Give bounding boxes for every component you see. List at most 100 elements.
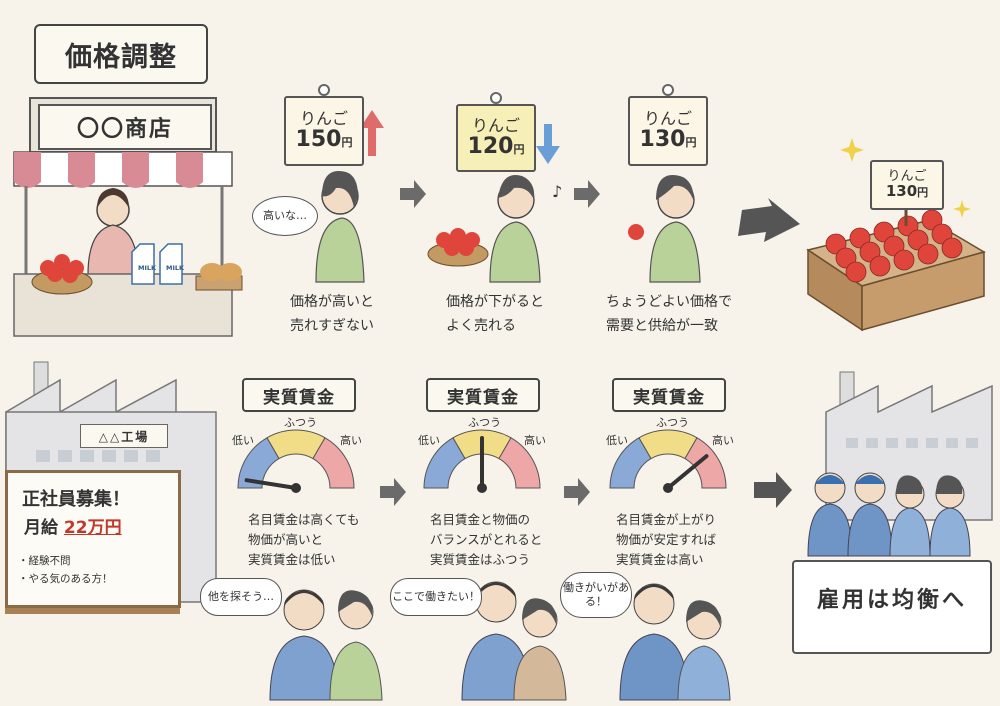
gauge-segment (684, 437, 727, 489)
gauge-segment (312, 437, 355, 489)
milk-label: MILK (138, 264, 157, 272)
shop-sign: 〇〇商店 (38, 104, 212, 150)
crate-apples (825, 209, 963, 283)
happy-workers (807, 472, 971, 557)
shop-awning (13, 151, 233, 188)
item-label: りんご (471, 116, 520, 136)
gauge-high-label: 高い (524, 434, 546, 447)
caption-line: 需要と供給が一致 (606, 318, 718, 334)
flow-arrow-icon (400, 180, 426, 208)
gauges (237, 429, 727, 493)
caption-line: 実質賃金はふつう (430, 552, 531, 567)
caption-line: 実質賃金は低い (248, 552, 336, 567)
workers-group-2 (461, 581, 567, 701)
caption-line: 名目賃金と物価の (430, 512, 531, 527)
gauge-hub (477, 483, 487, 493)
recruit-item: ・やる気のある方！ (18, 573, 113, 585)
milk-cartons (131, 243, 183, 285)
yen-label: 円 (685, 135, 697, 149)
speech-bubble: 働きがいがある！ (560, 572, 632, 618)
price-tag-2: りんご 120円 (456, 104, 536, 172)
salary-line: 月給 22万円 (24, 513, 122, 538)
tag-hook-icon (490, 92, 502, 104)
flow-arrow-icon (754, 472, 792, 508)
caption-line: 価格が高いと (290, 294, 374, 310)
speech-bubble: 他を探そう… (200, 578, 282, 616)
apple (845, 261, 867, 283)
apple-basket (31, 254, 93, 295)
shopper-1 (315, 171, 365, 283)
salary-value: 22万円 (63, 518, 122, 538)
caption-line: 名目賃金は高くても (248, 512, 360, 527)
sparkle-icon (953, 200, 971, 218)
yen-label: 円 (341, 135, 353, 149)
flow-arrow-icon (564, 478, 590, 506)
gauge-hub (663, 483, 673, 493)
music-note-icon: ♪ (552, 182, 563, 201)
item-label: りんご (887, 168, 927, 184)
gauge-caption-3: 名目賃金が上がり 物価が安定すれば 実質賃金は高い (616, 510, 716, 570)
gauge-high-label: 高い (712, 434, 734, 447)
flow-arrow-icon (380, 478, 406, 506)
caption-line: 実質賃金は高い (616, 552, 704, 567)
arrow-up-icon (360, 110, 384, 156)
price-value: 130 (885, 182, 918, 201)
price-value: 150 (295, 126, 342, 152)
apple (917, 243, 939, 265)
price-tag-3: りんご 130円 (628, 96, 708, 166)
speech-bubble: ここで働きたい！ (390, 578, 482, 616)
apple (893, 249, 915, 271)
price-value: 120 (467, 133, 514, 159)
caption-line: 売れすぎない (290, 318, 374, 334)
gauge-caption-1: 名目賃金は高くても 物価が高いと 実質賃金は低い (248, 510, 360, 570)
caption-line: 物価が高いと (248, 532, 324, 547)
caption-line: よく売れる (446, 318, 516, 334)
salary-prefix: 月給 (24, 518, 58, 538)
gauge-low-label: 低い (418, 434, 440, 447)
caption-line: ちょうどよい価格で (606, 294, 732, 310)
flow-arrow-icon (574, 180, 600, 208)
caption-line: 名目賃金が上がり (616, 512, 717, 527)
price-tag-1: りんご 150円 (284, 96, 364, 166)
workers-group-1 (269, 589, 383, 701)
tag-hook-icon (318, 84, 330, 96)
item-label: りんご (299, 109, 348, 129)
apple (869, 255, 891, 277)
sparkle-icon (840, 138, 864, 162)
price-value: 130 (639, 126, 686, 152)
recruit-heading: 正社員募集！ (22, 489, 130, 510)
gauge-needle (244, 478, 298, 490)
item-label: りんご (643, 109, 692, 129)
tag-hook-icon (662, 84, 674, 96)
caption-1: 価格が高いと 売れすぎない (290, 290, 374, 338)
workers-group-3 (619, 583, 731, 701)
gauge-low-label: 低い (232, 434, 254, 447)
shopper-3 (628, 175, 701, 283)
thought-bubble: 高いな… (252, 196, 318, 236)
caption-line: 物価が安定すれば (616, 532, 717, 547)
yen-label: 円 (917, 186, 929, 200)
gauge-mid-label: ふつう (284, 416, 317, 429)
apple (941, 237, 963, 259)
gauge-high-label: 高い (340, 434, 362, 447)
employment-board: 雇用は均衡へ (792, 560, 992, 654)
gauge-mid-label: ふつう (656, 416, 689, 429)
shopkeeper (87, 188, 139, 276)
employment-text: 雇用は均衡へ (816, 588, 967, 613)
gauge-segment (498, 437, 541, 489)
factory-sign: △△工場 (80, 424, 168, 448)
caption-3: ちょうどよい価格で 需要と供給が一致 (606, 290, 732, 338)
big-arrow-icon (738, 198, 800, 242)
gauge-caption-2: 名目賃金と物価の バランスがとれると 実質賃金はふつう (430, 510, 542, 570)
wage-title: 実質賃金 (426, 378, 540, 412)
gauge-hub (291, 483, 301, 493)
caption-2: 価格が下がると よく売れる (446, 290, 544, 338)
gauge-low-label: 低い (606, 434, 628, 447)
gauge-mid-label: ふつう (468, 416, 501, 429)
crate-price-tag: りんご 130円 (870, 160, 944, 210)
caption-line: 価格が下がると (446, 294, 544, 310)
page-title: 価格調整 (34, 24, 208, 84)
wage-title: 実質賃金 (242, 378, 356, 412)
